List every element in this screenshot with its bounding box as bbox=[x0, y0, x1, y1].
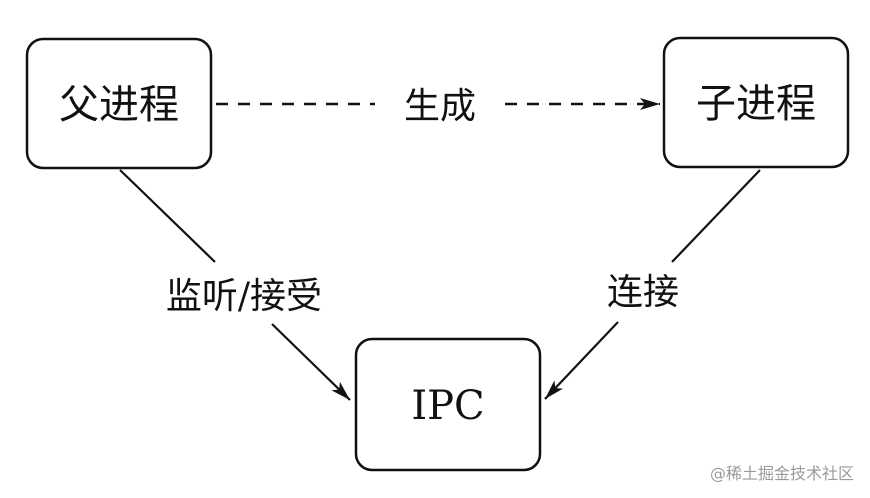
connect-line-bottom bbox=[544, 321, 619, 400]
parent-process-label: 父进程 bbox=[59, 82, 179, 128]
ipc-node: IPC bbox=[354, 337, 542, 472]
spawn-edge: 生成 bbox=[216, 86, 660, 127]
listen-accept-line-bottom bbox=[271, 323, 351, 401]
parent-process-box bbox=[25, 37, 213, 170]
spawn-label: 生成 bbox=[404, 86, 476, 127]
connect-edge: 连接 bbox=[544, 169, 761, 400]
connect-line-top bbox=[671, 169, 761, 263]
child-process-label: 子进程 bbox=[696, 81, 816, 127]
listen-accept-line-top bbox=[119, 169, 216, 263]
child-process-node: 子进程 bbox=[662, 36, 850, 169]
ipc-box bbox=[354, 337, 542, 472]
child-process-box bbox=[662, 36, 850, 169]
connect-label: 连接 bbox=[607, 272, 679, 313]
ipc-label: IPC bbox=[411, 383, 484, 429]
listen-accept-edge: 监听/接受 bbox=[119, 169, 351, 401]
watermark-text: @稀土掘金技术社区 bbox=[709, 464, 854, 483]
parent-process-node: 父进程 bbox=[25, 37, 213, 170]
listen-accept-label: 监听/接受 bbox=[166, 276, 322, 317]
